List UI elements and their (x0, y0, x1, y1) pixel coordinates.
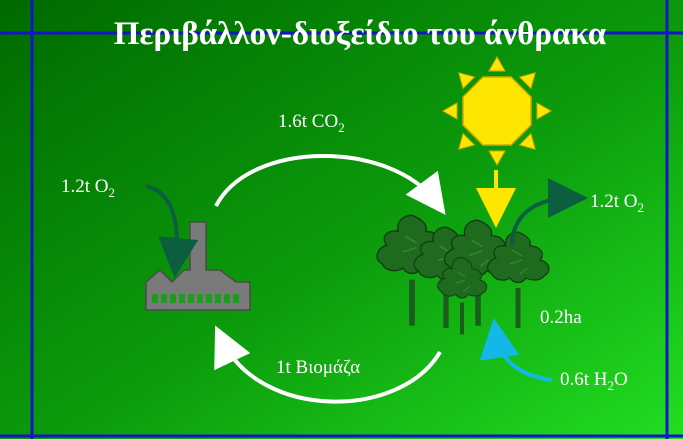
oxygen-input-label: 1.2t O2 (61, 176, 115, 200)
biomass-arrow (214, 325, 442, 404)
oxygen-intake-arrow (145, 184, 199, 278)
co2-arrow (214, 154, 446, 215)
water-arrow (479, 318, 553, 382)
oxygen-output-arrow (510, 178, 588, 247)
sun-icon (441, 55, 553, 167)
oxygen-output-label: 1.2t O2 (590, 191, 644, 215)
co2-label: 1.6t CO2 (278, 111, 345, 135)
water-label: 0.6t H2O (560, 369, 628, 393)
biomass-label: 1t Βιομάζα (276, 357, 360, 378)
diagram-title: Περιβάλλον-διοξείδιο του άνθρακα (114, 16, 607, 52)
area-label: 0.2ha (540, 307, 582, 328)
